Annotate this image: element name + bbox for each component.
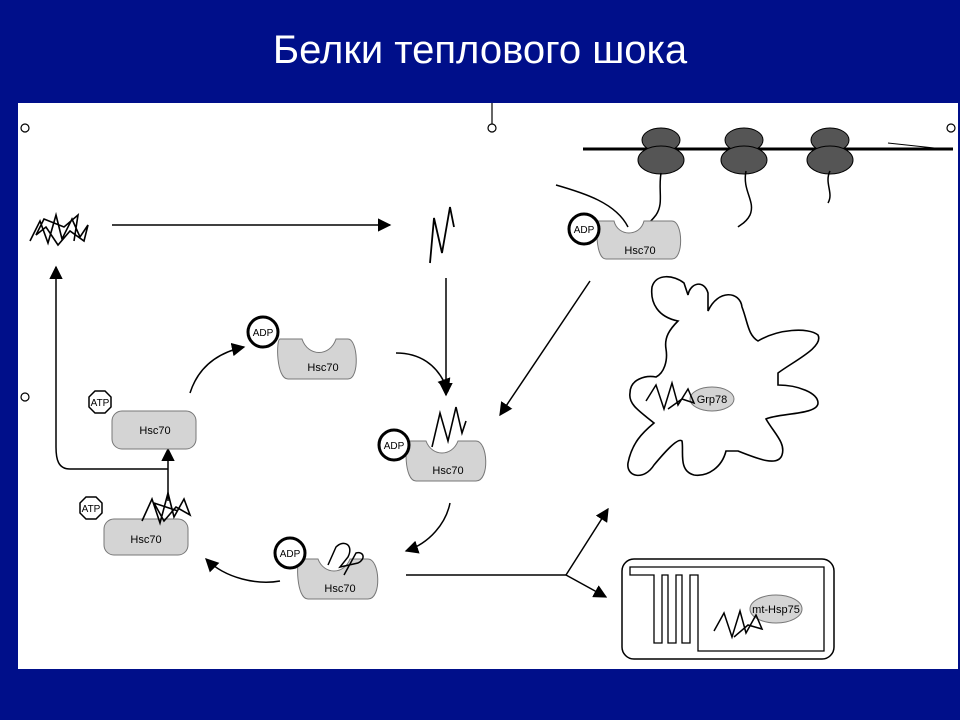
selection-handles xyxy=(20,103,956,402)
endoplasmic-reticulum: Grp78 xyxy=(627,275,820,477)
adp-badge xyxy=(273,536,307,570)
ribosome-1 xyxy=(637,127,685,175)
hsc70-label: Hsc70 xyxy=(130,534,161,546)
hsc70-ribosome-complex: ADP Hsc70 xyxy=(567,212,682,260)
hsc70-label: Hsc70 xyxy=(139,425,170,437)
slide-title: Белки теплового шока xyxy=(272,28,688,72)
atp-badge xyxy=(88,390,112,414)
diagram-panel: ADP Hsc70 ADP Hsc70 ATP Hsc70 xyxy=(18,103,958,669)
adp-label: ADP xyxy=(280,549,301,560)
hsc70-label: Hsc70 xyxy=(432,465,463,477)
nascent-chain xyxy=(429,206,455,264)
hsp-cycle-diagram: ADP Hsc70 ADP Hsc70 ATP Hsc70 xyxy=(20,103,956,660)
atp-label: ATP xyxy=(91,398,110,409)
adp-hsc70-center: ADP Hsc70 xyxy=(377,406,487,482)
mt-hsp75-label: mt-Hsp75 xyxy=(752,604,800,616)
adp-label: ADP xyxy=(253,328,274,339)
adp-hsc70-upper: ADP Hsc70 xyxy=(246,315,357,380)
grp78-label: Grp78 xyxy=(697,394,728,406)
unfolded-protein-top-left xyxy=(29,211,89,247)
ribosome-mrna xyxy=(555,127,954,232)
ribosome-2 xyxy=(720,127,768,175)
hsc70-label: Hsc70 xyxy=(307,362,338,374)
mt-hsp75-protein xyxy=(749,594,803,624)
hsc70-label: Hsc70 xyxy=(624,245,655,257)
adp-badge xyxy=(377,428,411,462)
atp-badge xyxy=(79,496,103,520)
atp-hsc70-lower: ATP Hsc70 xyxy=(79,489,192,556)
hsc70-label: Hsc70 xyxy=(324,583,355,595)
adp-hsc70-bottom: ADP Hsc70 xyxy=(273,536,379,600)
ribosome-3 xyxy=(806,127,854,175)
adp-badge xyxy=(567,212,601,246)
atp-hsc70-left: ATP Hsc70 xyxy=(88,390,197,450)
atp-label: ATP xyxy=(82,504,101,515)
adp-label: ADP xyxy=(574,225,595,236)
adp-badge xyxy=(246,315,280,349)
mitochondrion: mt-Hsp75 xyxy=(621,558,835,660)
grp78-protein xyxy=(689,386,735,412)
adp-label: ADP xyxy=(384,441,405,452)
